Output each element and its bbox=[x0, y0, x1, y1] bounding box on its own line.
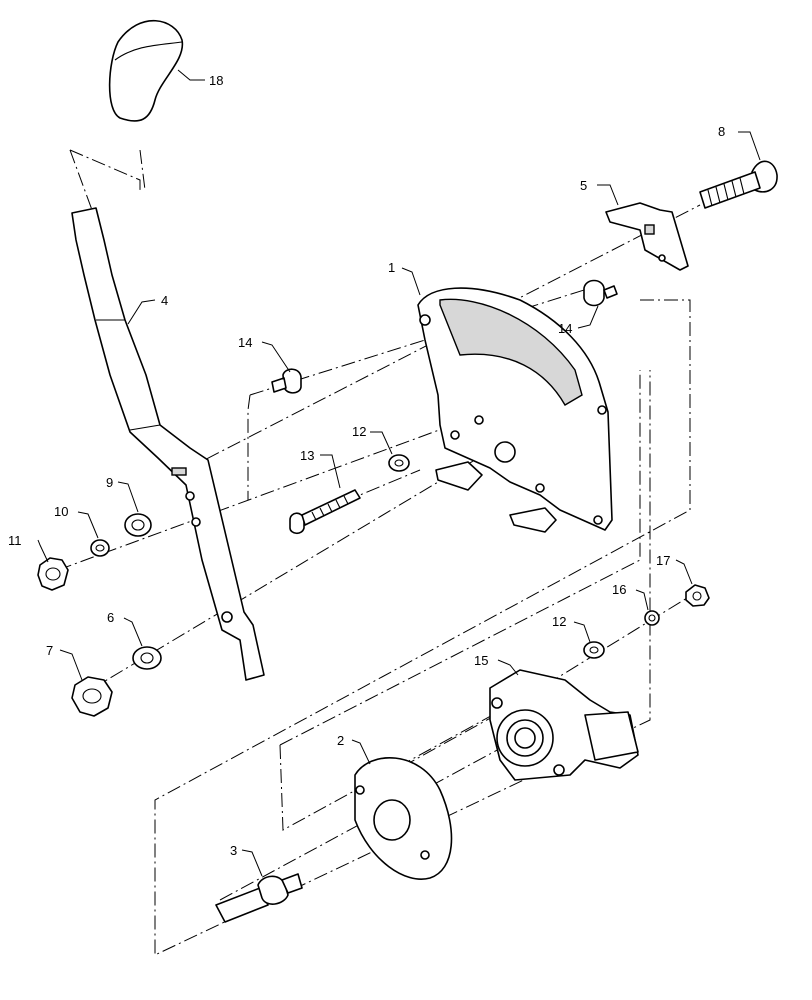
washer-upper-part bbox=[388, 454, 410, 472]
callout-8: 8 bbox=[718, 124, 725, 139]
callout-12-upper: 12 bbox=[352, 424, 366, 439]
callout-3: 3 bbox=[230, 843, 237, 858]
spacer-disc-part bbox=[354, 757, 453, 880]
callout-labels: 18 8 5 1 4 14 14 12 13 9 10 11 6 7 12 16… bbox=[8, 73, 725, 858]
callout-4: 4 bbox=[161, 293, 168, 308]
callout-17: 17 bbox=[656, 553, 670, 568]
callout-18: 18 bbox=[209, 73, 223, 88]
bracket-part bbox=[605, 202, 689, 271]
segment-plate-part bbox=[417, 287, 613, 533]
pin-right-part bbox=[583, 279, 618, 307]
callout-9: 9 bbox=[106, 475, 113, 490]
pin-left-part bbox=[271, 368, 302, 394]
nut-11-part bbox=[37, 557, 69, 591]
callout-14-right: 14 bbox=[558, 321, 572, 336]
callout-10: 10 bbox=[54, 504, 68, 519]
callout-11: 11 bbox=[8, 533, 22, 548]
callout-5: 5 bbox=[580, 178, 587, 193]
callout-7: 7 bbox=[46, 643, 53, 658]
callout-13: 13 bbox=[300, 448, 314, 463]
callout-2: 2 bbox=[337, 733, 344, 748]
callout-14-left: 14 bbox=[238, 335, 252, 350]
sensor-housing-part bbox=[489, 669, 639, 781]
screw-part bbox=[289, 489, 361, 535]
lever-part bbox=[71, 207, 265, 681]
callout-1: 1 bbox=[388, 260, 395, 275]
shaft-part bbox=[215, 873, 303, 923]
nut-17-part bbox=[685, 584, 710, 607]
nut-7-part bbox=[71, 676, 113, 717]
callout-15: 15 bbox=[474, 653, 488, 668]
knob-part bbox=[108, 19, 184, 122]
callout-6: 6 bbox=[107, 610, 114, 625]
washer-lower-part bbox=[583, 641, 605, 659]
washer-9-part bbox=[124, 513, 152, 537]
callout-12-lower: 12 bbox=[552, 614, 566, 629]
lock-washer-10-part bbox=[90, 539, 110, 557]
callout-16: 16 bbox=[612, 582, 626, 597]
carriage-bolt-part bbox=[699, 160, 778, 209]
lock-washer-16-part bbox=[644, 610, 660, 626]
callout-leaders bbox=[37, 69, 761, 877]
washer-6-part bbox=[132, 646, 162, 670]
